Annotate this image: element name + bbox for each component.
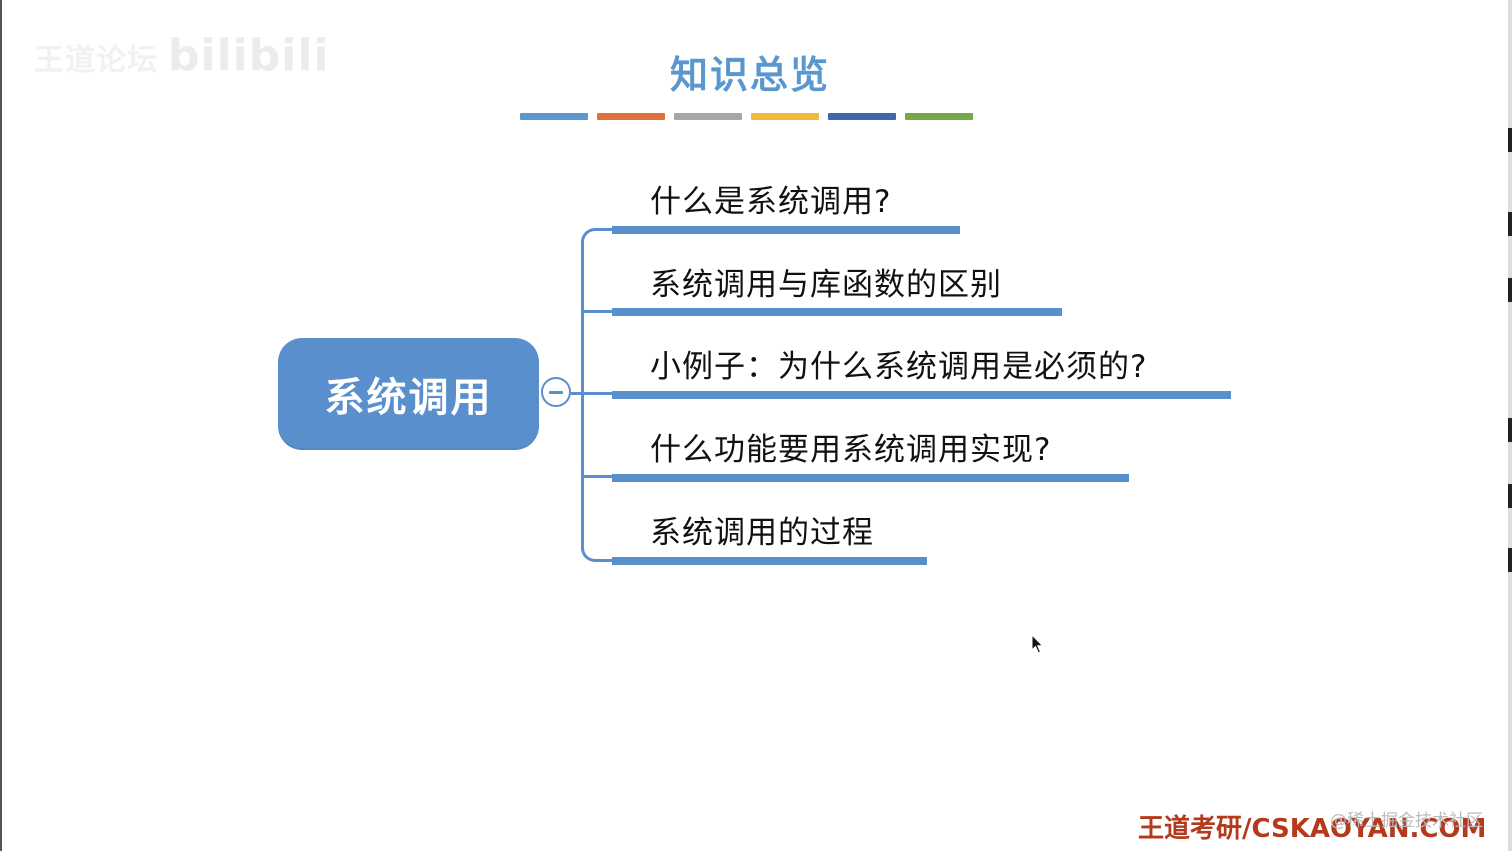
scroll-marker [1508,548,1512,572]
top-left-watermark: 王道论坛 bilibili [34,30,329,81]
branch-label: 系统调用与库函数的区别 [650,267,1002,303]
branch-underline [612,226,960,234]
watermark-text: 王道论坛 [34,43,158,78]
mouse-pointer-icon [1031,634,1044,654]
branch-label: 小例子：为什么系统调用是必须的? [650,349,1148,385]
window-right-border [1508,0,1512,851]
color-bar-segment [751,113,819,120]
branch-trunk [581,240,615,550]
footer-brand: 王道考研/CSKAOYAN.COM [1138,814,1487,844]
branch-underline [612,391,1231,399]
collapse-branches-button[interactable] [541,377,571,407]
branch-connector-bottom [581,548,615,562]
root-connector [571,392,585,395]
scroll-marker [1508,278,1512,302]
color-bar-segment [828,113,896,120]
bilibili-logo: bilibili [168,30,330,81]
branch-connector-top [581,228,615,242]
branch-label: 系统调用的过程 [650,515,874,551]
window-left-border [0,0,2,851]
branch-connector [584,310,614,313]
branch-connector [584,392,614,395]
minus-icon [549,390,563,394]
scroll-marker [1508,484,1512,508]
slide-title: 知识总览 [669,53,830,97]
color-bar-segment [597,113,665,120]
juejin-watermark: @稀土掘金技术社区 [1330,811,1483,831]
branch-label: 什么是系统调用? [650,184,892,220]
branch-underline [612,557,927,565]
branch-label: 什么功能要用系统调用实现? [650,432,1052,468]
mindmap-root-node[interactable]: 系统调用 [278,338,539,450]
scroll-marker [1508,212,1512,236]
color-bar-segment [674,113,742,120]
branch-underline [612,474,1129,482]
branch-connector [584,475,614,478]
color-bar-segment [905,113,973,120]
branch-underline [612,308,1062,316]
color-bar-segment [520,113,588,120]
scroll-marker [1508,418,1512,442]
scroll-marker [1508,128,1512,152]
